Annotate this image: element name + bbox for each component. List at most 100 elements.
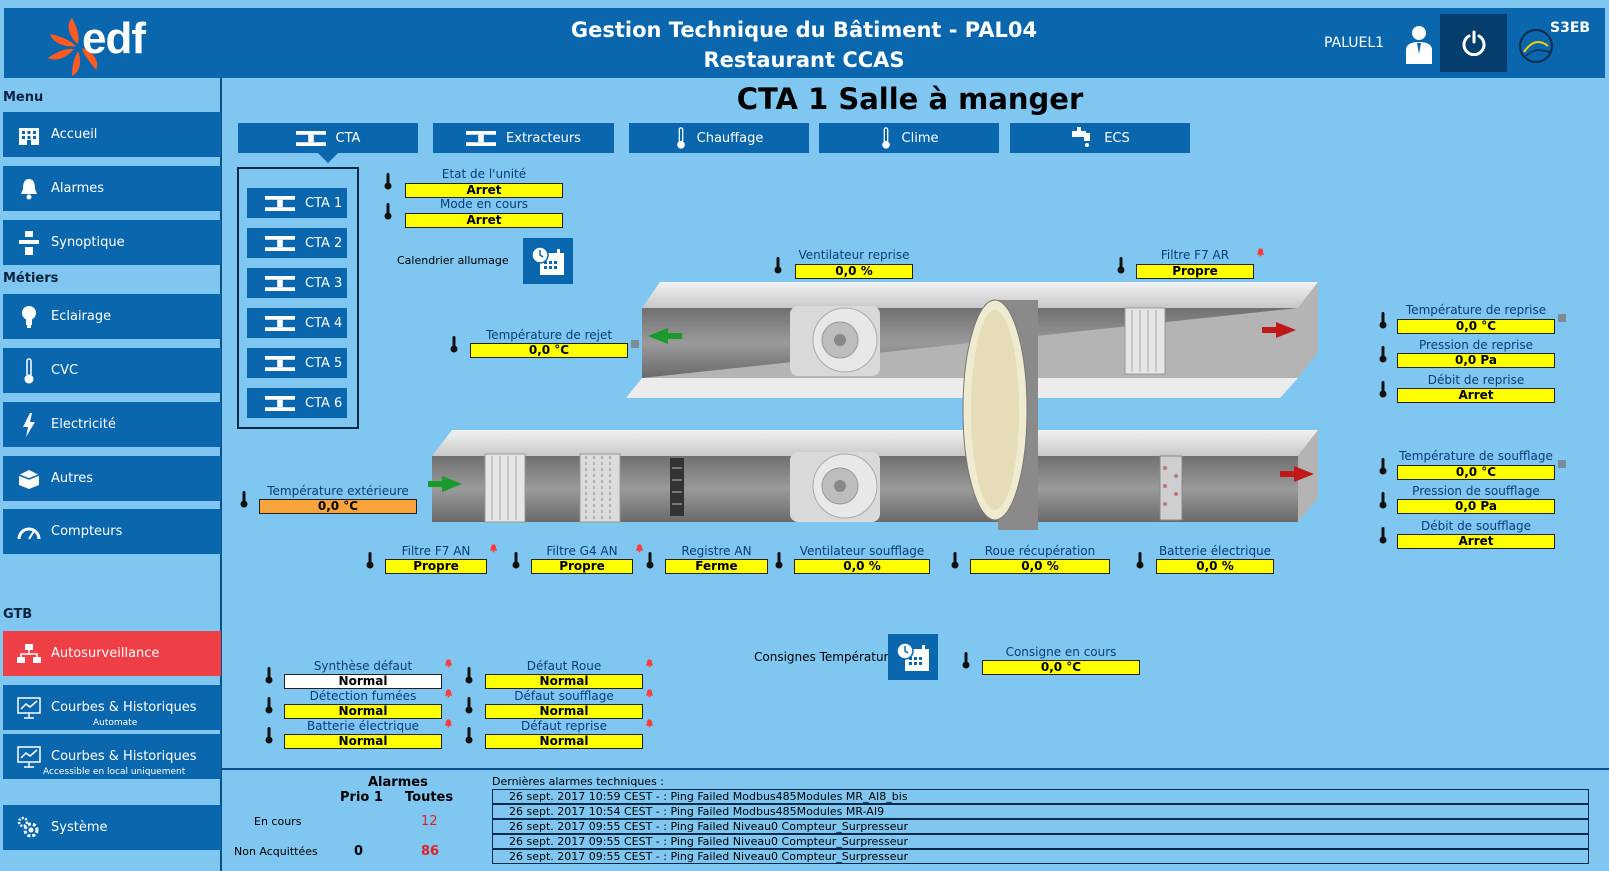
cta-button-label: CTA 6 <box>305 395 343 411</box>
cta-button-label: CTA 2 <box>305 235 343 251</box>
sidebar-item-systeme[interactable]: Système <box>3 805 221 850</box>
tab-ecs[interactable]: ECS <box>1010 123 1190 153</box>
temperature-rejet-value: 0,0 °C <box>470 343 628 358</box>
alarms-col-toutes: Toutes <box>405 790 454 805</box>
defaut-reprise-value: Normal <box>485 734 643 749</box>
app-header: edf Gestion Technique du Bâtiment - PAL0… <box>4 8 1605 78</box>
cta-button-label: CTA 5 <box>305 355 343 371</box>
tab-label: ECS <box>1104 130 1130 146</box>
sidebar-item-alarmes[interactable]: Alarmes <box>3 166 221 211</box>
calendar-button[interactable] <box>523 238 573 284</box>
alarm-bell-icon <box>645 718 654 728</box>
filtre-f7-ar-label: Filtre F7 AR <box>1160 248 1230 262</box>
thermometer-icon <box>1379 345 1387 363</box>
cta-4-button[interactable]: CTA 4 <box>247 308 347 338</box>
cta-1-button[interactable]: CTA 1 <box>247 188 347 218</box>
sidebar-item-cvc[interactable]: CVC <box>3 348 221 393</box>
box-icon <box>17 467 41 491</box>
sidebar-item-label: Autosurveillance <box>51 646 160 661</box>
alarm-list-item[interactable]: 26 sept. 2017 10:59 CEST - : Ping Failed… <box>492 789 1589 804</box>
sidebar-item-synoptique[interactable]: Synoptique <box>3 220 221 265</box>
temperature-rejet-label: Température de rejet <box>485 328 613 342</box>
en-cours-toutes-count[interactable]: 12 <box>421 814 438 829</box>
sidebar-item-autosurveillance[interactable]: Autosurveillance <box>3 631 221 676</box>
sidebar-item-courbes-automate[interactable]: Courbes & Historiques Automate <box>3 685 221 730</box>
sidebar-item-accueil[interactable]: Accueil <box>3 112 221 157</box>
cta-unit-icon <box>265 196 295 211</box>
sidebar-item-eclairage[interactable]: Eclairage <box>3 294 221 339</box>
sidebar-item-label: Electricité <box>51 417 116 432</box>
electric-coil <box>1159 455 1183 521</box>
sidebar-item-electricite[interactable]: Electricité <box>3 402 221 447</box>
calendar-clock-icon <box>895 641 931 673</box>
cta-unit-icon <box>265 396 295 411</box>
cta-6-button[interactable]: CTA 6 <box>247 388 347 418</box>
cta-2-button[interactable]: CTA 2 <box>247 228 347 258</box>
ventilateur-soufflage-value: 0,0 % <box>794 559 930 574</box>
alarm-bell-icon <box>635 543 644 553</box>
sidebar-item-label: Courbes & Historiques <box>51 749 197 764</box>
thermometer-icon <box>775 551 783 569</box>
filter-f7-an <box>484 453 526 523</box>
menu-section-label: Menu <box>3 90 44 105</box>
status-indicator <box>631 340 639 348</box>
tab-cta[interactable]: CTA <box>238 123 418 153</box>
synthese-defaut-value: Normal <box>284 674 442 689</box>
thermometer-icon <box>646 551 654 569</box>
thermometer-icon <box>774 256 782 274</box>
ahu-diagram <box>428 282 1318 530</box>
alarm-list-item[interactable]: 26 sept. 2017 09:55 CEST - : Ping Failed… <box>492 819 1589 834</box>
cta-5-button[interactable]: CTA 5 <box>247 348 347 378</box>
power-icon <box>1462 30 1485 56</box>
sidebar-item-label: Compteurs <box>51 524 123 539</box>
thermometer-icon <box>1379 457 1387 475</box>
sidebar-item-autres[interactable]: Autres <box>3 456 221 501</box>
user-icon[interactable] <box>1404 24 1434 64</box>
cta-unit-icon <box>265 316 295 331</box>
calendar-label: Calendrier allumage <box>397 254 509 267</box>
s3eb-logo-text: S3EB <box>1550 20 1591 36</box>
thermometer-icon <box>1136 551 1144 569</box>
outside-air-arrow <box>428 476 462 492</box>
alarm-bell-icon <box>444 718 453 728</box>
synoptic-icon <box>17 230 41 255</box>
tab-chauffage[interactable]: Chauffage <box>629 123 809 153</box>
sidebar-item-label: Synoptique <box>51 235 125 250</box>
non-acq-prio-count[interactable]: 0 <box>354 844 364 859</box>
page-header-title: Gestion Technique du Bâtiment - PAL04 <box>570 18 1038 42</box>
alarm-list-item[interactable]: 26 sept. 2017 09:55 CEST - : Ping Failed… <box>492 834 1589 849</box>
cta-3-button[interactable]: CTA 3 <box>247 268 347 298</box>
s3eb-logo: S3EB <box>1516 18 1602 68</box>
ventilateur-reprise-value: 0,0 % <box>795 264 913 279</box>
defaut-soufflage-value: Normal <box>485 704 643 719</box>
tab-clime[interactable]: Clime <box>819 123 999 153</box>
thermometer-icon <box>265 726 273 744</box>
logout-button[interactable] <box>1440 14 1507 72</box>
thermometer-icon <box>951 551 959 569</box>
tab-extracteurs[interactable]: Extracteurs <box>433 123 614 153</box>
etat-unite-value: Arret <box>405 183 563 198</box>
exhaust-out-arrow <box>648 328 682 344</box>
roue-recuperation-value: 0,0 % <box>970 559 1110 574</box>
consignes-calendar-button[interactable] <box>888 634 938 680</box>
detection-fumees-value: Normal <box>284 704 442 719</box>
etat-unite-label: Etat de l'unité <box>441 167 527 181</box>
sidebar-item-courbes-local[interactable]: Courbes & Historiques Accessible en loca… <box>3 734 221 779</box>
sidebar-item-label: Système <box>51 820 108 835</box>
edf-logo <box>48 18 98 76</box>
alarm-list-item[interactable]: 26 sept. 2017 09:55 CEST - : Ping Failed… <box>492 849 1589 864</box>
active-tab-indicator <box>318 153 338 163</box>
thermometer-icon <box>1379 311 1387 329</box>
exhaust-fan <box>790 306 880 376</box>
sidebar-item-sublabel: Automate <box>93 718 138 728</box>
sidebar-item-compteurs[interactable]: Compteurs <box>3 509 221 554</box>
non-acq-toutes-count[interactable]: 86 <box>421 844 440 859</box>
alarm-list-item[interactable]: 26 sept. 2017 10:54 CEST - : Ping Failed… <box>492 804 1589 819</box>
debit-soufflage-label: Débit de soufflage <box>1420 519 1532 533</box>
thermometer-icon <box>465 726 473 744</box>
gears-icon <box>17 816 41 840</box>
temperature-reprise-value: 0,0 °C <box>1397 319 1555 334</box>
batterie-electrique-value: 0,0 % <box>1156 559 1274 574</box>
gtb-section-label: GTB <box>3 607 33 622</box>
defaut-reprise-label: Défaut reprise <box>521 719 607 733</box>
